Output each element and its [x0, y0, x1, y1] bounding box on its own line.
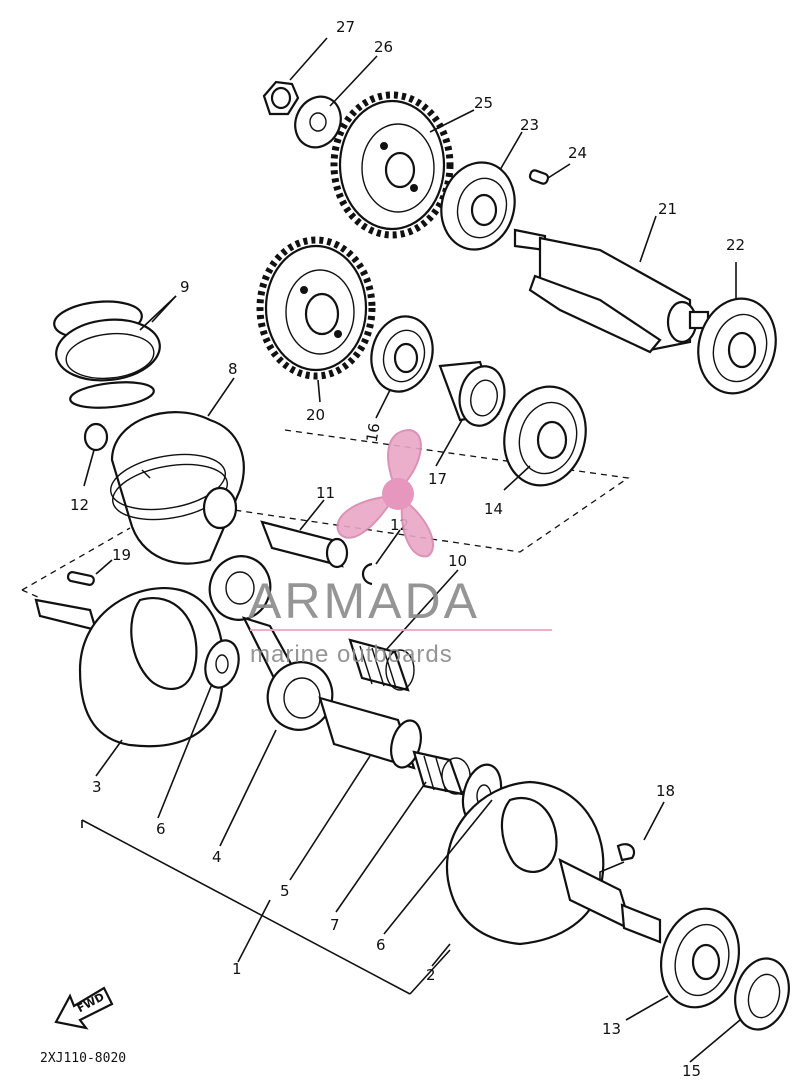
bearing-23-part: [440, 161, 516, 251]
thrust-washer-6-left-part: [204, 639, 240, 689]
watermark-brand: ARMADA: [248, 573, 480, 629]
callout-26: 26: [374, 38, 393, 56]
callout-5: 5: [280, 882, 290, 900]
watermark-tagline: marine outboards: [250, 641, 453, 668]
balancer-drive-gear-part: [256, 236, 376, 380]
callout-11: 11: [316, 484, 335, 502]
connecting-rod-part: [208, 555, 334, 731]
callout-13: 13: [602, 1020, 621, 1038]
callout-15: 15: [682, 1062, 701, 1080]
diagram-code: 2XJ110-8020: [40, 1051, 126, 1066]
callout-1: 1: [232, 960, 242, 978]
assembly-outline-crank-group: [21, 527, 131, 599]
nut-part: [262, 80, 300, 116]
callout-22: 22: [726, 236, 745, 254]
bearing-16-part: [370, 315, 434, 393]
callout-23: 23: [520, 116, 539, 134]
bearing-22-part: [697, 297, 777, 395]
fwd-direction-arrow: FWD: [54, 986, 114, 1030]
callout-7: 7: [330, 916, 340, 934]
callout-17: 17: [428, 470, 447, 488]
callout-25: 25: [474, 94, 493, 112]
callout-10: 10: [448, 552, 467, 570]
callout-2: 2: [426, 966, 436, 984]
crank-right-part: [445, 780, 662, 946]
callout-9: 9: [180, 278, 190, 296]
balancer-shaft-part: [513, 228, 710, 354]
circlip-12-left-part: [83, 422, 109, 452]
callout-8: 8: [228, 360, 238, 378]
callout-6-right: 6: [376, 936, 386, 954]
propeller-logo-icon: [336, 428, 434, 558]
piston-part: [110, 411, 245, 565]
piston-pin-part: [260, 520, 349, 569]
callout-16: 16: [363, 422, 384, 444]
callout-19: 19: [112, 546, 131, 564]
callout-12-left: 12: [70, 496, 89, 514]
primary-drive-gear-part: [330, 91, 454, 239]
collar-17-part: [438, 360, 506, 427]
armada-watermark: ARMADA marine outboards: [248, 428, 552, 668]
woodruff-key-19-part: [66, 571, 95, 586]
callout-24: 24: [568, 144, 587, 162]
bearing-14-part: [503, 385, 587, 487]
crank-pin-part: [318, 696, 422, 770]
circlip-12-center-part: [361, 562, 373, 586]
piston-rings-part: [53, 300, 161, 409]
crank-left-part: [34, 587, 225, 748]
needle-bearing-10-part: [348, 638, 415, 692]
callout-20: 20: [306, 406, 325, 424]
oil-seal-15-part: [734, 957, 790, 1031]
callout-21: 21: [658, 200, 677, 218]
callout-labels: 27 26 25 23 24 21 22 9 8 20 16 17 14 12 …: [70, 18, 745, 1080]
callout-14: 14: [484, 500, 503, 518]
woodruff-key-24-part: [528, 169, 550, 185]
callout-4: 4: [212, 848, 222, 866]
bearing-13-part: [659, 907, 741, 1009]
callout-6-left: 6: [156, 820, 166, 838]
callout-3: 3: [92, 778, 102, 796]
callout-27: 27: [336, 18, 355, 36]
leader-lines: [81, 37, 741, 1063]
woodruff-key-18-part: [616, 843, 636, 862]
callout-18: 18: [656, 782, 675, 800]
